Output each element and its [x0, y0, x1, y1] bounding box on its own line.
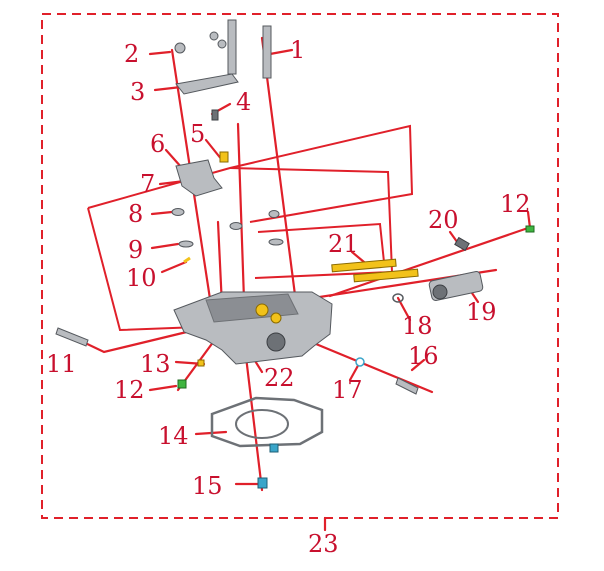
leader-9-tag	[150, 242, 180, 250]
callout-21: 21	[328, 230, 359, 258]
callout-15: 15	[192, 472, 223, 500]
leader-14-15	[242, 338, 264, 492]
callout-1: 1	[290, 36, 305, 64]
camshaft-part	[331, 258, 419, 283]
callout-23: 23	[308, 530, 339, 558]
bracket-plate-part	[175, 73, 239, 95]
leader-1-tag	[268, 48, 294, 56]
leader-2-tag	[148, 50, 172, 56]
callout-8: 8	[128, 200, 143, 228]
callout-9: 9	[128, 236, 143, 264]
rocker-arm-part	[175, 159, 223, 197]
callout-6: 6	[150, 130, 165, 158]
assembly-frame	[41, 13, 559, 519]
sensor-part	[395, 377, 419, 395]
callout-17: 17	[332, 376, 363, 404]
callout-4: 4	[236, 88, 251, 116]
o-ring-part	[183, 256, 191, 264]
seal-ring-part	[392, 293, 404, 303]
nut-washers-part	[174, 31, 227, 54]
leader-8-tag	[150, 210, 174, 216]
callout-13: 13	[140, 350, 171, 378]
dowel-blue-lower-part	[257, 477, 268, 489]
plug-green-part	[525, 225, 535, 233]
cylinder-head-part	[173, 291, 333, 365]
spark-plug-part	[55, 327, 89, 347]
leader-12a-tag	[526, 210, 532, 230]
plug-green-lower-part	[177, 379, 187, 389]
leader-12a	[328, 226, 530, 298]
leader-10-tag	[160, 260, 188, 274]
callout-16: 16	[408, 342, 439, 370]
clip-part	[454, 236, 470, 252]
dowel-blue-part	[269, 443, 279, 453]
callout-12-right: 12	[500, 190, 531, 218]
leader-4	[236, 122, 246, 302]
small-bolt-part	[211, 109, 219, 121]
callout-14: 14	[158, 422, 189, 450]
callout-11: 11	[46, 350, 77, 378]
callout-20: 20	[428, 206, 459, 234]
head-gasket-part	[210, 396, 324, 448]
route-box-mid	[257, 222, 385, 263]
callout-3: 3	[130, 78, 145, 106]
cam-sprocket-part	[428, 271, 484, 301]
leader-16-17	[314, 342, 434, 394]
leader-12b-tag	[148, 384, 178, 392]
leader-1	[260, 36, 302, 336]
callout-18: 18	[402, 312, 433, 340]
washer-blue-part	[355, 357, 365, 367]
callout-19: 19	[466, 298, 497, 326]
leader-21-tag	[350, 250, 366, 264]
route-box-inner	[229, 167, 394, 279]
callout-5: 5	[190, 120, 205, 148]
bolt-long-part	[227, 19, 272, 79]
washer-set-part	[171, 208, 284, 248]
callout-7: 7	[140, 170, 155, 198]
callout-22: 22	[264, 364, 295, 392]
callout-2: 2	[124, 40, 139, 68]
spacer-part	[197, 359, 205, 367]
dowel-pin-part	[219, 151, 229, 163]
leader-5-tag	[204, 138, 224, 162]
leader-16-tag	[410, 358, 426, 372]
callout-10: 10	[126, 264, 157, 292]
callout-12-left: 12	[114, 376, 145, 404]
